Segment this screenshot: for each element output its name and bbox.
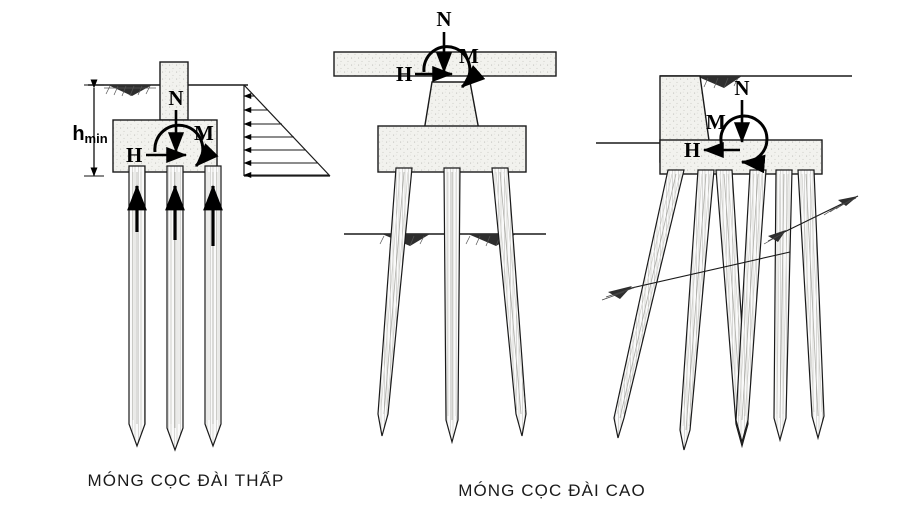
scour-line-upper [763, 195, 859, 245]
force-N-center: N [435, 7, 453, 74]
force-label-N: N [734, 76, 749, 100]
force-label-H: H [684, 138, 700, 162]
force-H-center: H [396, 62, 454, 86]
panel-low-pile-cap: hmin [72, 61, 331, 452]
force-H-right: H [684, 138, 740, 162]
soil-hatch-left [104, 85, 156, 97]
force-M-right: M [706, 110, 769, 174]
force-N-right: N [733, 76, 751, 144]
pile [613, 169, 685, 439]
pile [203, 165, 223, 448]
pile [491, 167, 527, 437]
pile [443, 167, 461, 445]
pile-cap-center [377, 125, 527, 173]
force-label-M: M [194, 121, 214, 145]
column-left [159, 61, 189, 121]
caption-center: MÓNG CỌC ĐÀI CAO [458, 481, 646, 500]
force-N-left: N [167, 86, 185, 154]
force-M-center: M [422, 44, 486, 89]
force-label-M: M [706, 110, 726, 134]
hmin-label: hmin [72, 123, 107, 146]
panel-high-pile-cap-pier: N H M [333, 7, 557, 445]
pile [797, 169, 825, 441]
pile [735, 169, 767, 445]
force-H-left: H [126, 143, 188, 167]
force-label-H: H [396, 62, 412, 86]
pile [165, 165, 185, 452]
pile-group-center [377, 167, 527, 445]
caption-left: MÓNG CỌC ĐÀI THẤP [88, 471, 285, 490]
soil-hatch-right [693, 76, 742, 89]
pile [679, 169, 715, 451]
force-label-H: H [126, 143, 142, 167]
panel-high-pile-cap-abutment: N H M [596, 75, 859, 451]
pile [127, 165, 147, 448]
force-label-N: N [168, 86, 183, 110]
pile-group-left [127, 165, 223, 452]
force-label-N: N [436, 7, 451, 31]
force-label-M: M [459, 44, 479, 68]
pile [377, 167, 413, 437]
dimension-hmin [84, 79, 104, 177]
scour-line-lower [601, 251, 791, 301]
force-M-left: M [153, 121, 219, 168]
earth-pressure-diagram [243, 84, 331, 178]
